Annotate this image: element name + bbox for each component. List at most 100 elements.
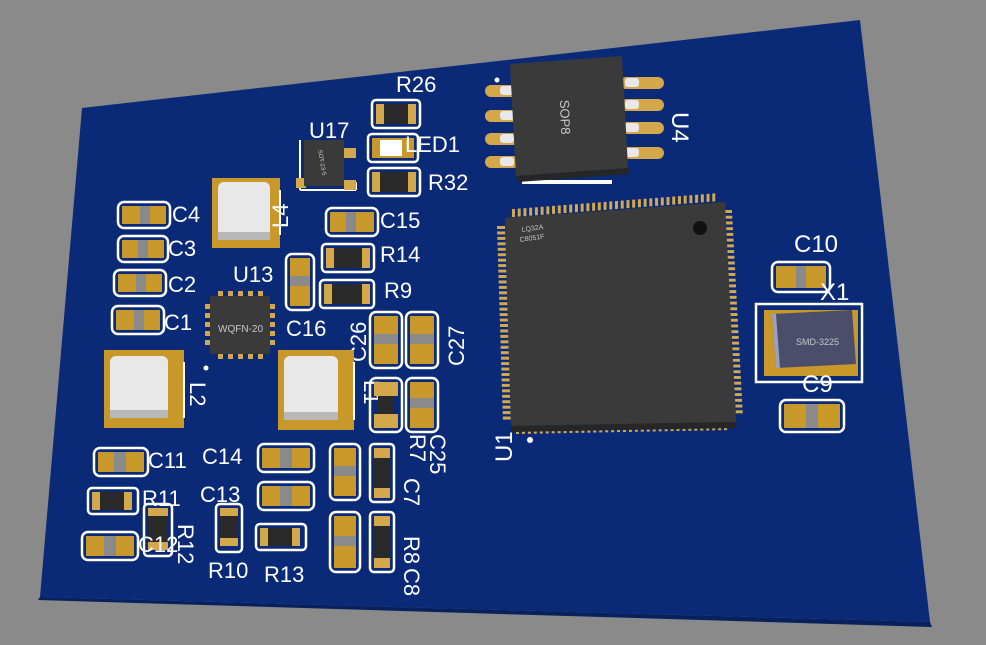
led1-led [366, 132, 420, 164]
u13-pad [269, 340, 275, 345]
c7-capacitor [368, 376, 404, 434]
u1-pin [726, 232, 734, 236]
c11-capacitor [92, 446, 150, 478]
u1-pin [700, 194, 704, 203]
c2-designator: C2 [168, 272, 196, 297]
c10-capacitor [770, 260, 832, 294]
u1-pin [734, 387, 742, 391]
u1-pin [592, 202, 596, 211]
u1-pin [501, 362, 510, 366]
u1-pin [500, 324, 508, 327]
led1-designator: LED1 [405, 132, 460, 157]
u13-pad [228, 291, 233, 297]
l4-inductor [212, 178, 281, 248]
r14-designator: R14 [380, 242, 420, 267]
u13-wqfn-ic: WQFN-20 [203, 291, 275, 371]
u1-designator: U1 [491, 431, 518, 462]
c12-designator: C12 [138, 532, 178, 557]
u1-pin [597, 202, 601, 211]
l1-inductor [278, 350, 355, 430]
u1-pin [728, 278, 736, 282]
r26-designator: R26 [396, 72, 436, 97]
u1-pin [500, 345, 509, 349]
u1-pin [563, 205, 567, 213]
pcb-board-edge [38, 597, 932, 627]
u1-pin [501, 378, 510, 382]
u13-pad [218, 291, 223, 297]
u1-pin [649, 198, 653, 207]
u1-pin [501, 367, 510, 371]
u1-pin [733, 370, 741, 374]
u1-pin [615, 201, 618, 209]
u1-pin [735, 410, 743, 414]
u1-pin [672, 196, 676, 205]
u1-pin [523, 208, 527, 217]
u1-pin [609, 201, 613, 210]
u1-pin [497, 242, 506, 246]
u1-pin [730, 307, 738, 311]
u1-pin [620, 200, 624, 209]
u1-pin [689, 195, 693, 204]
r9-designator: R9 [384, 278, 412, 303]
c4-designator: C4 [172, 202, 200, 227]
c16-capacitor [284, 252, 316, 312]
x1-package-label: SMD-3225 [796, 337, 839, 347]
c8-capacitor-lower [328, 510, 362, 574]
u1-pin [552, 205, 556, 214]
u13-pad [269, 304, 275, 309]
u17-designator: U17 [309, 118, 349, 143]
u1-pin [706, 193, 710, 202]
u1-pin [497, 247, 506, 251]
u1-pin [729, 290, 737, 294]
u1-pin [626, 200, 630, 209]
x1-crystal: SMD-3225 [754, 302, 864, 384]
u1-pin [733, 375, 741, 379]
u1-pin [497, 236, 506, 240]
u1-pin [502, 405, 511, 409]
u1-pin [683, 195, 687, 204]
l4-designator: L4 [268, 204, 293, 228]
u1-pin [643, 198, 647, 207]
r8-resistor [368, 510, 396, 574]
c13-capacitor [256, 480, 316, 512]
u1-pin [728, 267, 736, 271]
c14-capacitor [256, 442, 316, 474]
u1-pin [729, 301, 737, 305]
u1-pin [497, 231, 506, 235]
u13-pad [269, 331, 275, 336]
r26-resistor [370, 98, 422, 130]
u1-pin [502, 416, 511, 420]
u1-pin [725, 227, 733, 231]
r13-designator: R13 [264, 562, 304, 587]
u1-pin [498, 264, 507, 268]
u1-pin [500, 340, 509, 344]
u1-pin [727, 261, 735, 265]
r32-designator: R32 [428, 170, 468, 195]
u1-pin [517, 208, 521, 217]
c26-capacitor [368, 310, 404, 370]
u1-pin [731, 324, 739, 328]
u1-pin [498, 285, 507, 289]
c11-designator: C11 [148, 448, 187, 473]
c10-designator: C10 [794, 231, 838, 258]
c7-designator: C7 [399, 478, 424, 506]
u1-pin [695, 194, 699, 203]
c25-capacitor [404, 376, 440, 434]
u13-pad [205, 322, 211, 327]
c4-capacitor [116, 200, 172, 230]
c27-designator: C27 [444, 326, 469, 366]
u1-pin [529, 207, 533, 216]
u1-pin [502, 394, 511, 398]
u1-pin [725, 221, 733, 225]
r10-designator: R10 [208, 558, 248, 583]
u1-pin [502, 411, 511, 415]
r14-resistor [320, 242, 376, 274]
r8-designator: R8 [399, 536, 424, 564]
u1-pin [731, 330, 739, 334]
r32-resistor [366, 166, 422, 198]
u13-pad [238, 353, 243, 359]
u4-package-label: SOP8 [557, 100, 573, 135]
c3-designator: C3 [168, 236, 196, 261]
c12-capacitor [80, 530, 140, 562]
u1-pin [501, 373, 510, 376]
